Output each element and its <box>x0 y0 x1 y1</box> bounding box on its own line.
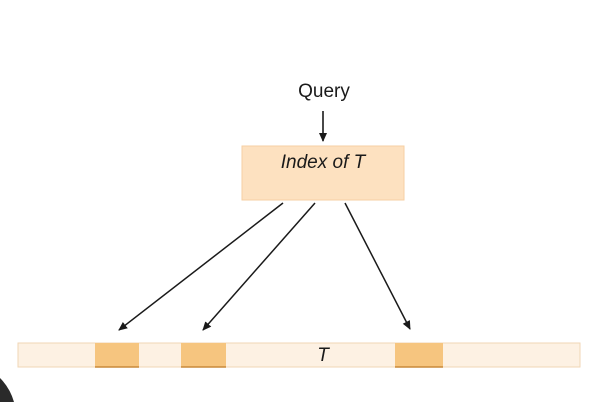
occurrence-1 <box>95 343 139 367</box>
index-box <box>241 145 405 201</box>
index-to-occurrence-1-arrow <box>118 202 284 331</box>
index-to-occurrence-2-arrow <box>202 202 316 331</box>
corner-arc-fragment <box>0 378 14 402</box>
index-label: Index of T <box>281 152 367 173</box>
index-to-occurrence-3-arrow <box>344 202 411 330</box>
text-label: T <box>317 345 330 366</box>
query-label: Query <box>298 81 350 102</box>
occurrence-2 <box>181 343 226 367</box>
occurrence-3 <box>395 343 443 367</box>
